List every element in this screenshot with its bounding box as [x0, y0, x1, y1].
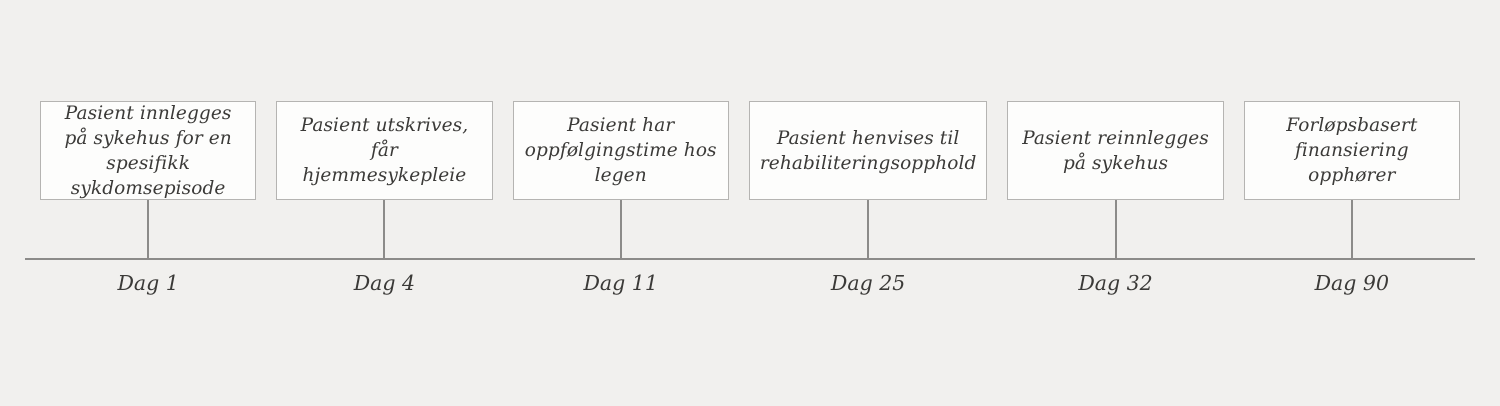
event-connector-line	[1114, 200, 1117, 258]
event-day-label: Dag 11	[583, 271, 658, 295]
event-connector-line	[147, 200, 150, 258]
timeline-event: Pasient har oppfølgingstime hos legen Da…	[512, 101, 729, 295]
event-connector-line	[619, 200, 622, 258]
timeline-axis-line	[25, 258, 1475, 260]
event-label: Pasient henvises til rehabiliteringsopph…	[759, 127, 977, 174]
events-row: Pasient innlegges på sykehus for en spes…	[40, 101, 1460, 295]
timeline-event: Pasient henvises til rehabiliteringsopph…	[748, 101, 988, 295]
event-box: Pasient innlegges på sykehus for en spes…	[40, 101, 257, 200]
timeline-event: Pasient utskrives, får hjemmesykepleie D…	[276, 101, 493, 295]
event-day-label: Dag 1	[117, 271, 179, 295]
event-label: Pasient har oppfølgingstime hos legen	[524, 115, 717, 186]
event-day-label: Dag 4	[353, 271, 416, 295]
timeline-event: Pasient innlegges på sykehus for en spes…	[40, 101, 257, 295]
event-label: Pasient utskrives, får hjemmesykepleie	[300, 115, 469, 186]
timeline-event: Pasient reinnlegges på sykehus Dag 32	[1007, 101, 1224, 295]
event-connector-line	[867, 200, 870, 258]
event-box: Pasient har oppfølgingstime hos legen	[512, 101, 729, 200]
event-day-label: Dag 32	[1078, 271, 1153, 295]
event-box: Pasient reinnlegges på sykehus	[1007, 101, 1224, 200]
event-box: Pasient henvises til rehabiliteringsopph…	[748, 101, 988, 200]
timeline-event: Forløpsbasert finansiering opphører Dag …	[1243, 101, 1460, 295]
event-connector-line	[1350, 200, 1353, 258]
event-box: Pasient utskrives, får hjemmesykepleie	[276, 101, 493, 200]
event-box: Forløpsbasert finansiering opphører	[1243, 101, 1460, 200]
event-day-label: Dag 25	[830, 271, 906, 295]
event-label: Pasient innlegges på sykehus for en spes…	[64, 102, 232, 199]
event-label: Forløpsbasert finansiering opphører	[1286, 115, 1418, 186]
event-day-label: Dag 90	[1314, 271, 1390, 295]
event-label: Pasient reinnlegges på sykehus	[1022, 127, 1209, 174]
event-connector-line	[383, 200, 386, 258]
